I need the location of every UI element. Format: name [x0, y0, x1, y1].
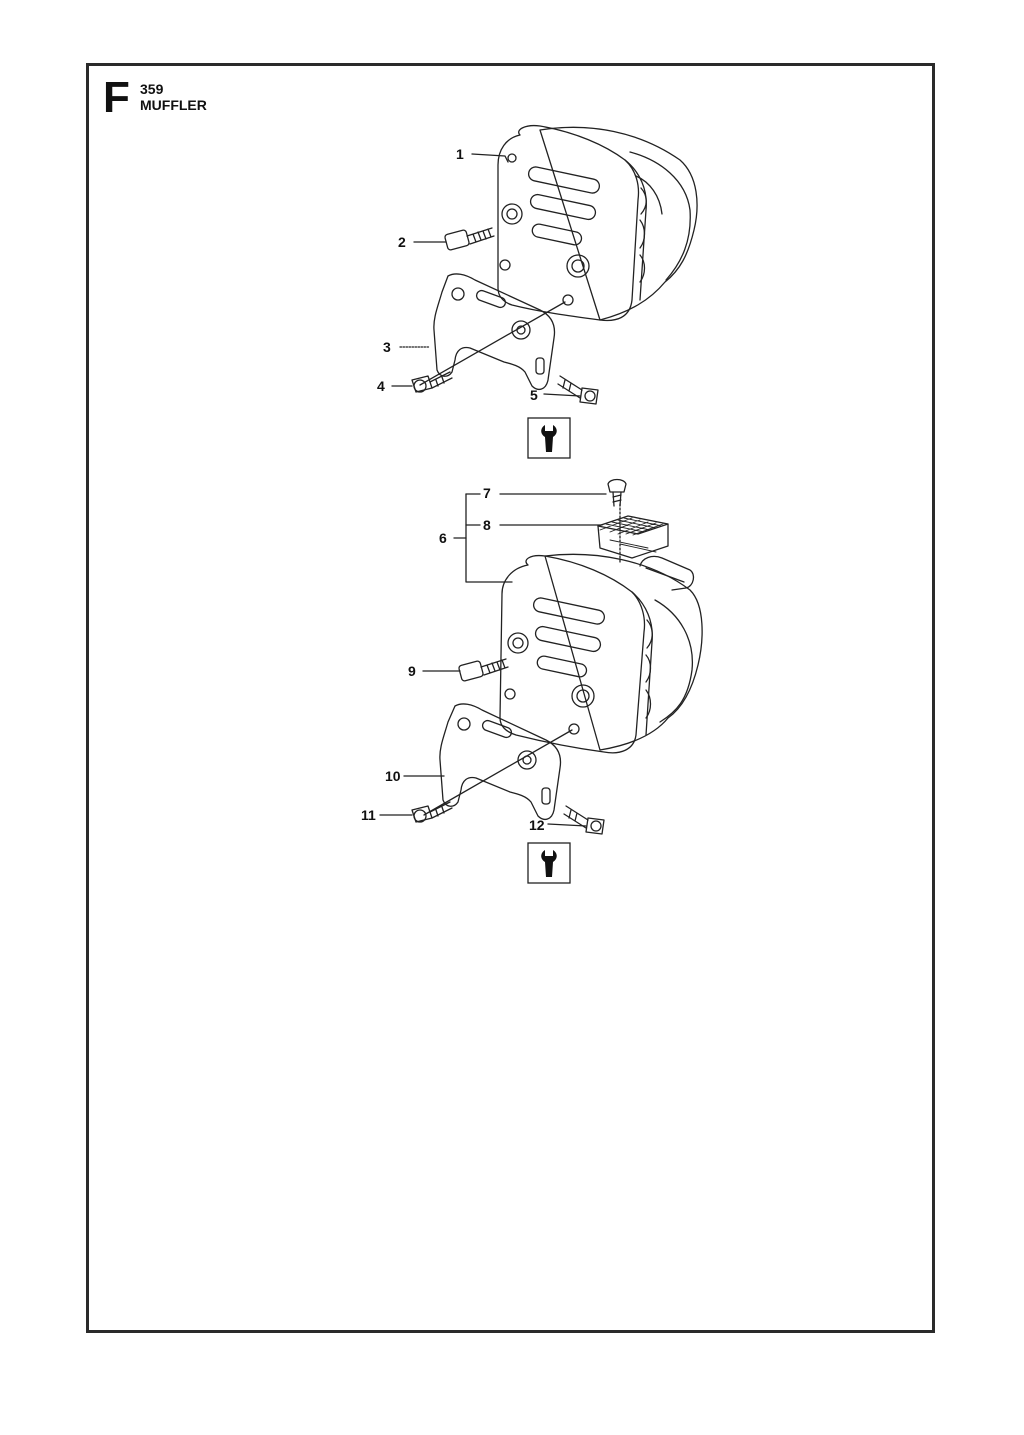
callout-1: 1 [456, 146, 464, 162]
model-number: 359 [140, 81, 164, 97]
section-letter: F [103, 73, 130, 122]
page-title: MUFFLER [140, 97, 207, 113]
muffler-body-bottom [499, 553, 703, 754]
muffler-bracket-bottom [439, 703, 562, 821]
callout-2: 2 [398, 234, 406, 250]
wrench-icon [527, 842, 571, 884]
callout-4: 4 [377, 378, 385, 394]
muffler-body-top [497, 124, 698, 322]
screw-2 [444, 227, 495, 251]
callout-3: 3 [383, 339, 391, 355]
spark-arrestor-screen-8 [597, 503, 669, 563]
screw-9 [458, 658, 509, 682]
callout-6: 6 [439, 530, 447, 546]
screw-12 [563, 805, 605, 835]
wrench-icon [527, 417, 571, 459]
callout-10: 10 [385, 768, 401, 784]
screw-11 [411, 801, 453, 823]
screw-5 [557, 375, 599, 405]
muffler-bracket-top [433, 273, 556, 391]
callout-11: 11 [361, 807, 376, 823]
callout-12: 12 [529, 817, 545, 833]
page-frame [86, 63, 935, 1333]
callout-7: 7 [483, 485, 491, 501]
callout-9: 9 [408, 663, 416, 679]
screw-4 [411, 371, 453, 393]
callout-8: 8 [483, 517, 491, 533]
screw-7 [607, 478, 627, 507]
callout-5: 5 [530, 387, 538, 403]
